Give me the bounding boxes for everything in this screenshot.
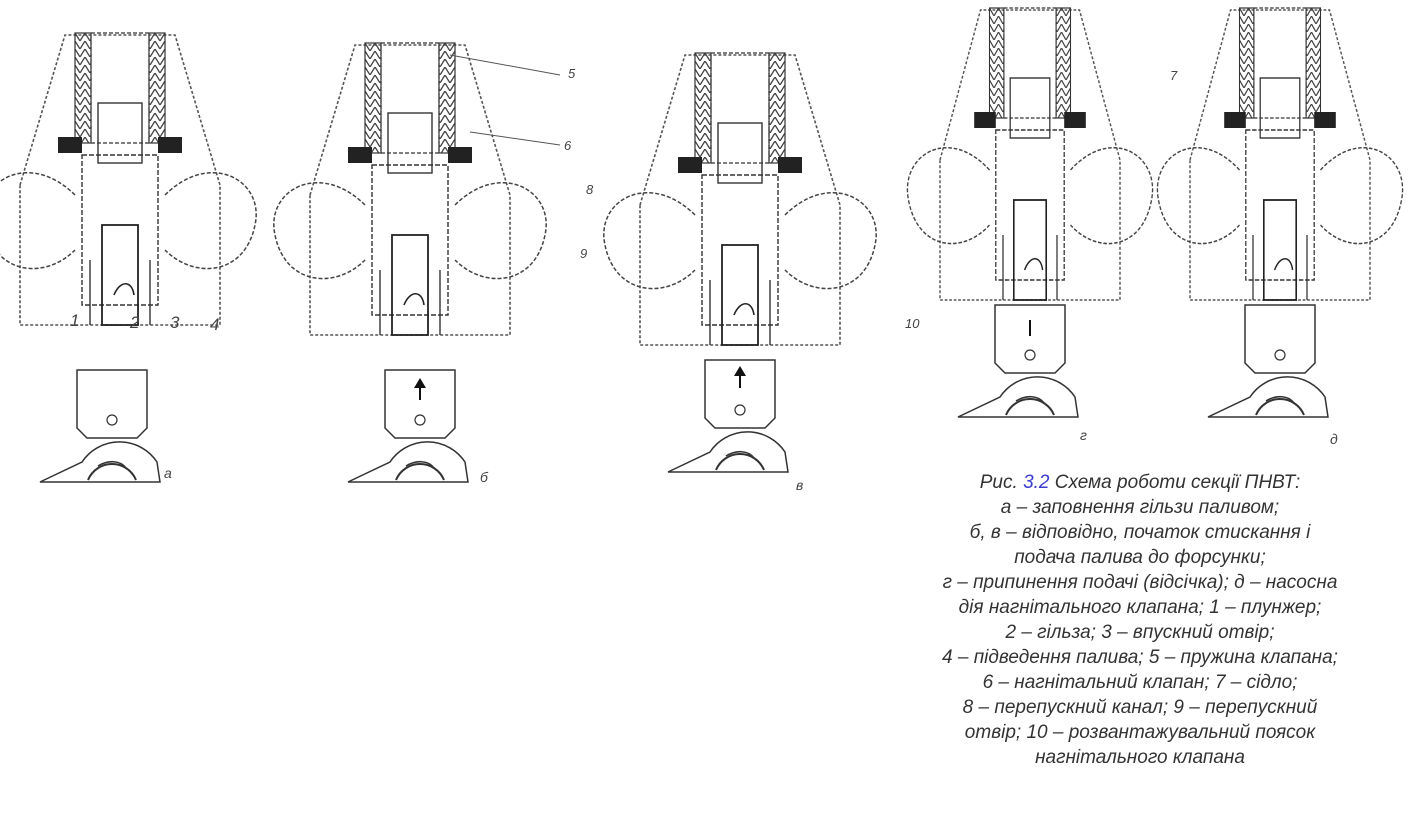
caption-line-3: б, в – відповідно, початок стискання і bbox=[969, 522, 1311, 543]
part-number-7: 7 bbox=[1170, 68, 1178, 83]
section-view-b bbox=[272, 42, 548, 336]
caption-line-12: нагнітального клапана bbox=[1035, 747, 1245, 768]
panel-letter-b: б bbox=[480, 469, 489, 485]
caption-line-9: 6 – нагнітальний клапан; 7 – сідло; bbox=[982, 672, 1298, 693]
cam-view-d bbox=[957, 304, 1079, 418]
up-arrow-icon bbox=[414, 320, 1031, 400]
caption-line-8: 4 – підведення палива; 5 – пружина клапа… bbox=[942, 647, 1338, 668]
section-view-c bbox=[602, 52, 878, 346]
part-number-5: 5 bbox=[568, 66, 576, 81]
part-number-9: 9 bbox=[580, 246, 587, 261]
part-number-6: 6 bbox=[564, 138, 572, 153]
caption-line-5: г – припинення подачі (відсічка); д – на… bbox=[942, 572, 1338, 593]
caption-line-7: 2 – гільза; 3 – впускний отвір; bbox=[1005, 622, 1275, 643]
cam-view-e bbox=[1207, 304, 1329, 418]
caption-line-2: а – заповнення гільзи паливом; bbox=[1000, 497, 1280, 518]
section-view-d bbox=[906, 7, 1154, 301]
part-number-10: 10 bbox=[905, 316, 920, 331]
section-view-a bbox=[0, 32, 258, 326]
leader-lines bbox=[449, 54, 561, 146]
figure-caption: Рис. 3.2 Схема роботи секції ПНВТ: а – з… bbox=[870, 470, 1410, 770]
panel-letter-d: г bbox=[1080, 427, 1087, 443]
part-number-8: 8 bbox=[586, 182, 594, 197]
caption-line-4: подача палива до форсунки; bbox=[1014, 547, 1266, 568]
cam-view-a bbox=[39, 369, 161, 483]
caption-line-10: 8 – перепускний канал; 9 – перепускний bbox=[962, 697, 1318, 718]
part-number-2: 2 bbox=[129, 313, 140, 332]
caption-line-11: отвір; 10 – розвантажувальний поясок bbox=[964, 722, 1316, 743]
panel-letter-e: д bbox=[1330, 431, 1338, 447]
part-number-4: 4 bbox=[210, 315, 219, 334]
cam-view-c bbox=[667, 359, 789, 473]
caption-figure-number: 3.2 bbox=[1023, 472, 1050, 493]
section-view-e bbox=[1156, 7, 1404, 301]
part-number-1: 1 bbox=[70, 311, 79, 330]
cam-view-b bbox=[347, 369, 469, 483]
caption-prefix: Рис. bbox=[979, 472, 1018, 493]
panel-letter-a: а bbox=[164, 465, 172, 481]
caption-line-6: дія нагнітального клапана; 1 – плунжер; bbox=[958, 597, 1322, 618]
part-number-3: 3 bbox=[170, 313, 180, 332]
caption-title-line: Рис. 3.2 Схема роботи секції ПНВТ: bbox=[870, 470, 1410, 495]
caption-line-1: Схема роботи секції ПНВТ: bbox=[1054, 472, 1301, 493]
panel-letter-c: в bbox=[796, 477, 803, 493]
